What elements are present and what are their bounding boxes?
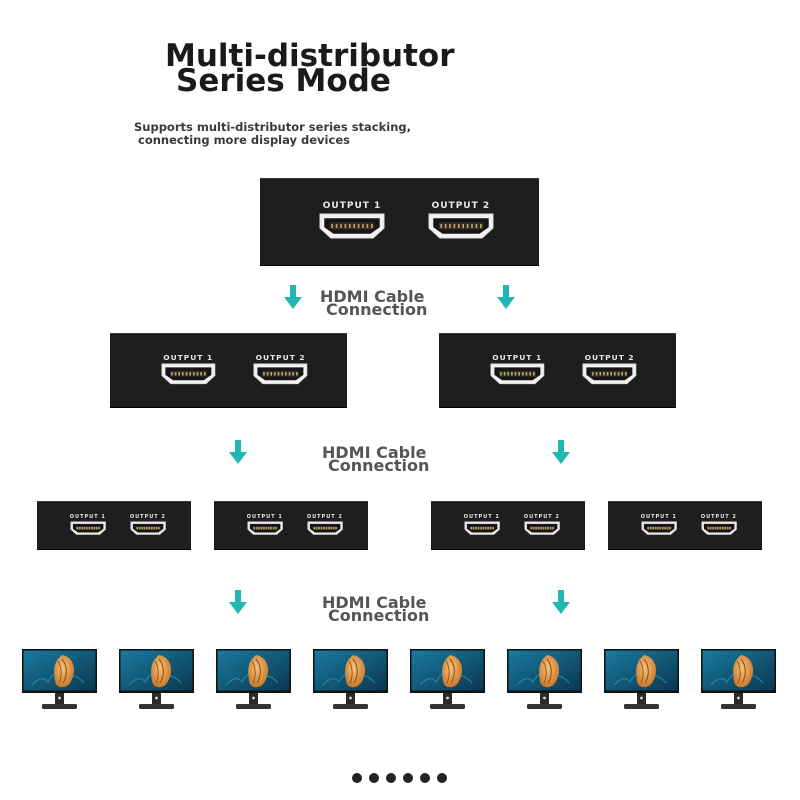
monitor-icon	[701, 649, 776, 711]
carousel-dot[interactable]	[352, 773, 362, 783]
hdmi-port-icon	[319, 213, 385, 244]
down-arrow-icon	[497, 285, 515, 309]
carousel-dot[interactable]	[386, 773, 396, 783]
connection-label: HDMI Cable Connection	[322, 443, 430, 475]
monitor-icon	[507, 649, 582, 711]
connection-label-line-2: Connection	[328, 456, 430, 475]
port-label-output-1: OUTPUT 1	[163, 352, 214, 362]
hdmi-port-icon	[253, 363, 308, 390]
splitter-level3-2: OUTPUT 1 OUTPUT 2	[214, 501, 368, 549]
port-label-output-2: OUTPUT 2	[584, 352, 635, 362]
connection-label: HDMI Cable Connection	[322, 593, 430, 625]
carousel-dot[interactable]	[403, 773, 413, 783]
monitor-icon	[22, 649, 97, 711]
hdmi-port-icon	[582, 363, 637, 390]
monitor-icon	[119, 649, 194, 711]
title-line-2: Series Mode	[176, 63, 391, 99]
hdmi-port-icon	[701, 521, 737, 540]
hdmi-port-icon	[641, 521, 677, 540]
splitter-level2-left: OUTPUT 1 OUTPUT 2	[110, 333, 347, 407]
down-arrow-icon	[284, 285, 302, 309]
hdmi-port-icon	[464, 521, 500, 540]
hdmi-port-icon	[490, 363, 545, 390]
port-label-output-1: OUTPUT 1	[640, 514, 677, 521]
carousel-dot[interactable]	[437, 773, 447, 783]
hdmi-port-icon	[524, 521, 560, 540]
carousel-dot[interactable]	[420, 773, 430, 783]
port-label-output-2: OUTPUT 2	[700, 514, 737, 521]
port-label-output-1: OUTPUT 1	[492, 352, 543, 362]
down-arrow-icon	[229, 590, 247, 614]
subtitle-line-1: Supports multi-distributor series stacki…	[134, 120, 411, 134]
carousel-dots[interactable]	[352, 773, 447, 783]
port-label-output-1: OUTPUT 1	[463, 514, 500, 521]
down-arrow-icon	[552, 590, 570, 614]
splitter-level3-4: OUTPUT 1 OUTPUT 2	[608, 501, 762, 549]
port-label-output-2: OUTPUT 2	[255, 352, 306, 362]
monitor-icon	[216, 649, 291, 711]
port-label-output-1: OUTPUT 1	[69, 514, 106, 521]
splitter-level3-1: OUTPUT 1 OUTPUT 2	[37, 501, 191, 549]
port-label-output-2: OUTPUT 2	[431, 201, 491, 212]
down-arrow-icon	[552, 440, 570, 464]
connection-label-line-2: Connection	[328, 606, 430, 625]
port-label-output-2: OUTPUT 2	[523, 514, 560, 521]
hdmi-port-icon	[70, 521, 106, 540]
connection-label-line-1: HDMI Cable	[322, 443, 427, 462]
port-label-output-1: OUTPUT 1	[246, 514, 283, 521]
splitter-level1: OUTPUT 1 OUTPUT 2	[260, 178, 539, 265]
monitor-icon	[604, 649, 679, 711]
hdmi-port-icon	[307, 521, 343, 540]
subtitle-line-2: connecting more display devices	[138, 133, 350, 147]
splitter-level3-3: OUTPUT 1 OUTPUT 2	[431, 501, 585, 549]
down-arrow-icon	[229, 440, 247, 464]
port-label-output-2: OUTPUT 2	[306, 514, 343, 521]
connection-label: HDMI Cable Connection	[320, 287, 428, 319]
splitter-level2-right: OUTPUT 1 OUTPUT 2	[439, 333, 676, 407]
page-title: Multi-distributor Series Mode	[165, 38, 455, 99]
hdmi-port-icon	[247, 521, 283, 540]
port-label-output-2: OUTPUT 2	[129, 514, 166, 521]
hdmi-port-icon	[161, 363, 216, 390]
title-line-1: Multi-distributor	[165, 38, 455, 74]
connection-label-line-2: Connection	[326, 300, 428, 319]
hdmi-port-icon	[428, 213, 494, 244]
hdmi-port-icon	[130, 521, 166, 540]
connection-label-line-1: HDMI Cable	[322, 593, 427, 612]
monitor-icon	[410, 649, 485, 711]
port-label-output-1: OUTPUT 1	[322, 201, 382, 212]
connection-label-line-1: HDMI Cable	[320, 287, 425, 306]
monitor-icon	[313, 649, 388, 711]
carousel-dot[interactable]	[369, 773, 379, 783]
subtitle: Supports multi-distributor series stacki…	[134, 121, 411, 147]
